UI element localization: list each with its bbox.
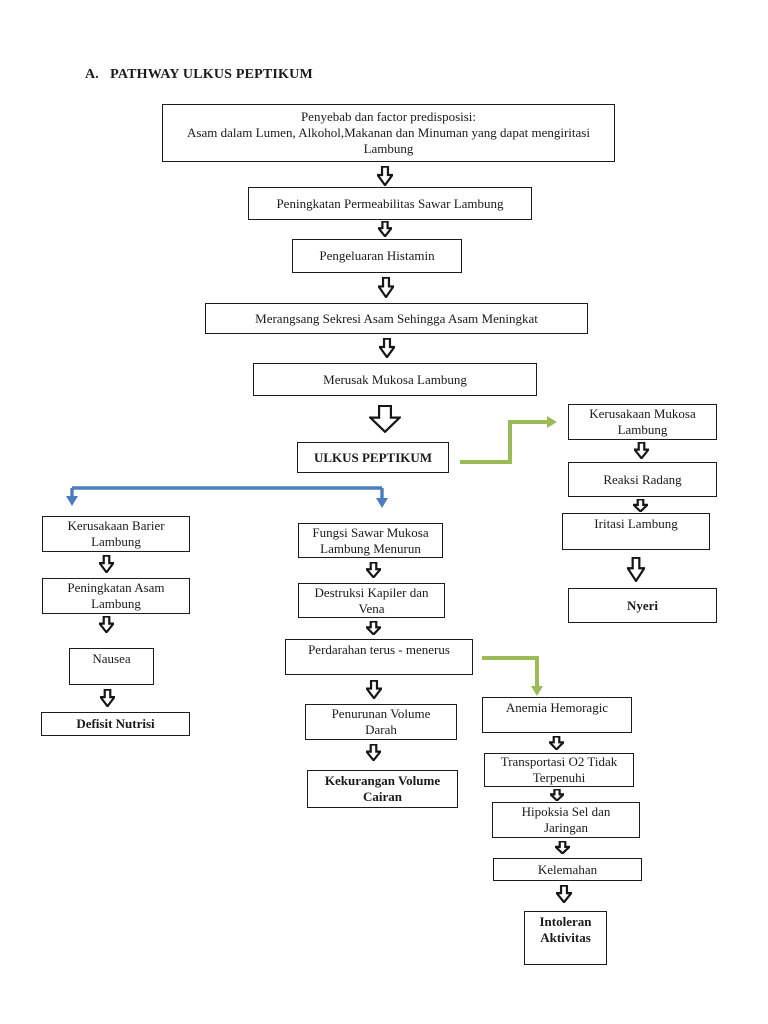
node-reaksi-radang: Reaksi Radang [568,462,717,497]
node-kerusakaan-barier: Kerusakaan Barier Lambung [42,516,190,552]
node-kekurangan-volume: Kekurangan Volume Cairan [307,770,458,808]
down-arrow-icon [369,405,401,433]
down-arrow-icon [366,621,381,635]
node-perdarahan: Perdarahan terus - menerus [285,639,473,675]
down-arrow-icon [378,221,392,237]
down-arrow-icon [378,277,394,298]
down-arrow-icon [633,499,648,512]
node-nausea: Nausea [69,648,154,685]
down-arrow-icon [549,736,564,750]
page-title: A. PATHWAY ULKUS PEPTIKUM [85,67,313,82]
node-fungsi-sawar: Fungsi Sawar Mukosa Lambung Menurun [298,523,443,558]
down-arrow-icon [366,680,382,699]
node-intoleran-aktivitas: Intoleran Aktivitas [524,911,607,965]
down-arrow-icon [627,557,645,582]
down-arrow-icon [100,689,115,707]
down-arrow-icon [556,885,572,903]
down-arrow-icon [555,841,570,854]
node-peningkatan-permeabilitas: Peningkatan Permeabilitas Sawar Lambung [248,187,532,220]
node-kelemahan: Kelemahan [493,858,642,881]
down-arrow-icon [377,166,393,186]
node-penurunan-volume: Penurunan Volume Darah [305,704,457,740]
node-defisit-nutrisi: Defisit Nutrisi [41,712,190,736]
down-arrow-icon [379,338,395,358]
down-arrow-icon [634,442,649,459]
down-arrow-icon [366,562,381,578]
node-hipoksia: Hipoksia Sel dan Jaringan [492,802,640,838]
green-elbow-arrow-icon [476,650,548,700]
branch-split-arrow-icon [58,478,396,510]
node-peningkatan-asam: Peningkatan Asam Lambung [42,578,190,614]
down-arrow-icon [550,789,564,801]
node-destruksi-kapiler: Destruksi Kapiler dan Vena [298,583,445,618]
node-anemia-hemoragic: Anemia Hemoragic [482,697,632,733]
node-iritasi-lambung: Iritasi Lambung [562,513,710,550]
down-arrow-icon [99,616,114,633]
node-ulkus-peptikum: ULKUS PEPTIKUM [297,442,449,473]
node-merangsang-sekresi: Merangsang Sekresi Asam Sehingga Asam Me… [205,303,588,334]
green-elbow-arrow-icon [455,414,567,470]
node-nyeri: Nyeri [568,588,717,623]
node-merusak-mukosa: Merusak Mukosa Lambung [253,363,537,396]
down-arrow-icon [99,555,114,573]
node-pengeluaran-histamin: Pengeluaran Histamin [292,239,462,273]
down-arrow-icon [366,744,381,761]
node-transportasi-o2: Transportasi O2 Tidak Terpenuhi [484,753,634,787]
node-penyebab-predisposisi: Penyebab dan factor predisposisi: Asam d… [162,104,615,162]
node-kerusakaan-mukosa: Kerusakaan Mukosa Lambung [568,404,717,440]
